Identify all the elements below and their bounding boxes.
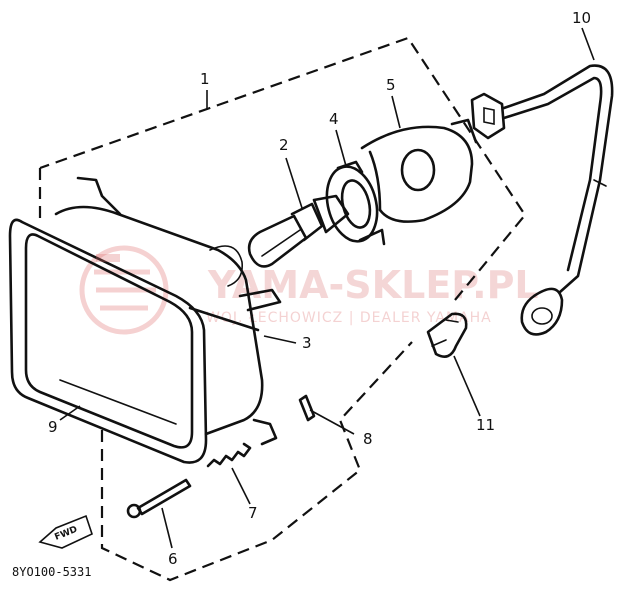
headlight-rim	[8, 218, 208, 464]
callout-2: 2	[279, 136, 289, 154]
watermark-subtitle: WOJ. ŁECHOWICZ | DEALER YAMAHA	[206, 310, 492, 326]
assembly-boundary	[38, 36, 527, 582]
callout-8: 8	[363, 430, 373, 448]
callout-9: 9	[48, 418, 58, 436]
callout-4: 4	[329, 110, 339, 128]
callout-1: 1	[200, 70, 210, 88]
callout-11: 11	[476, 416, 495, 434]
nut	[298, 394, 316, 422]
spring	[206, 442, 252, 468]
headlight-unit	[54, 176, 282, 446]
watermark-logo	[79, 245, 169, 335]
bulb	[247, 194, 350, 268]
callout-3: 3	[302, 334, 312, 352]
bulb-holder	[325, 160, 386, 246]
watermark-brand: YAMA-SKLEP.PL	[207, 263, 539, 307]
forward-direction-marker: FWD	[38, 514, 93, 549]
callout-labels: 1 2 3 4 5 6 7 8 9 10 11	[48, 9, 591, 568]
watermark: YAMA-SKLEP.PL WOJ. ŁECHOWICZ | DEALER YA…	[79, 245, 539, 335]
callout-5: 5	[386, 76, 396, 94]
leader-lines	[59, 27, 595, 549]
callout-7: 7	[248, 504, 258, 522]
callout-10: 10	[572, 9, 591, 27]
diagram-code: 8YO100-5331	[12, 565, 91, 579]
callout-6: 6	[168, 550, 178, 568]
wiring-harness	[470, 64, 614, 336]
cable-clamp	[426, 312, 468, 358]
dust-cover	[360, 118, 478, 223]
adjusting-screw	[126, 478, 192, 519]
